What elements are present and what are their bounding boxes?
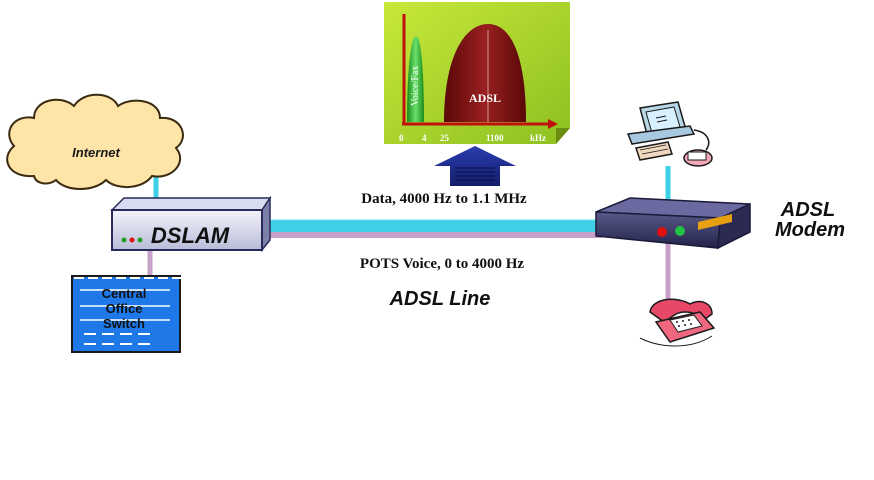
- computer-icon: [626, 101, 713, 167]
- adsl-band-shape: [444, 24, 526, 122]
- data-line-label: Data, 4000 Hz to 1.1 MHz: [361, 191, 527, 207]
- dslam-device: DSLAM: [110, 195, 272, 253]
- pots-line: [266, 232, 602, 238]
- adsl-band-label: ADSL: [469, 91, 501, 105]
- tick-label: 1100: [486, 133, 504, 143]
- spectrum-panel: Voice/Fax ADSL 0 4 25 1100 kHz: [384, 2, 570, 144]
- x-axis-arrow-icon: [548, 119, 558, 129]
- central-office-switch: Central Office Switch: [71, 275, 182, 353]
- modem-label-line: Modem: [775, 219, 845, 241]
- telephone-icon: [639, 298, 716, 347]
- tick-label: 4: [422, 133, 427, 143]
- tick-label: kHz: [530, 133, 546, 143]
- internet-cloud: Internet: [6, 93, 184, 190]
- adsl-line-title: ADSL Line: [389, 288, 491, 310]
- tick-label: 0: [399, 133, 404, 143]
- switch-label-line: Central: [102, 286, 147, 301]
- switch-label-line: Office: [106, 301, 143, 316]
- data-line: [266, 220, 602, 232]
- up-arrow-icon: [434, 146, 516, 186]
- internet-label: Internet: [72, 145, 120, 160]
- modem-label-line: ADSL: [780, 199, 835, 221]
- dslam-label: DSLAM: [151, 223, 230, 248]
- pots-line-label: POTS Voice, 0 to 4000 Hz: [360, 256, 525, 272]
- adsl-modem-device: ADSL Modem: [595, 197, 845, 250]
- tick-label: 25: [440, 133, 450, 143]
- voice-band-shape: [407, 36, 424, 122]
- switch-label-line: Switch: [103, 316, 145, 331]
- voice-fax-label: Voice/Fax: [410, 66, 421, 106]
- panel-fold-shadow: [556, 128, 570, 144]
